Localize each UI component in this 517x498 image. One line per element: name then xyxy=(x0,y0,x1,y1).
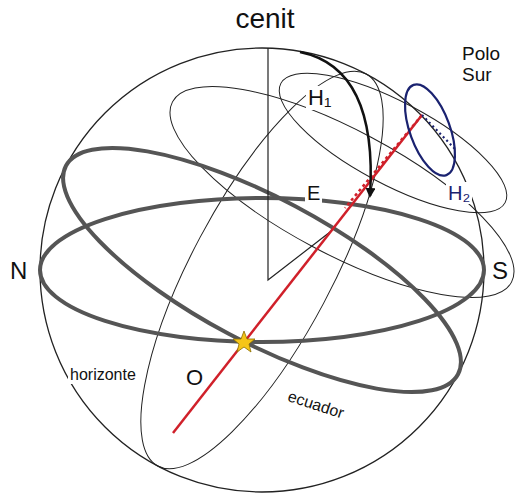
horizon-label: horizonte xyxy=(68,366,138,384)
equator-circle xyxy=(32,102,492,438)
hour-angle-label: H₂ xyxy=(446,182,472,204)
pole-circle xyxy=(395,78,465,182)
parallel-circle xyxy=(143,47,517,337)
cardinal-point: N xyxy=(8,258,29,284)
cardinal-point: S xyxy=(490,258,510,284)
equator-label: ecuador xyxy=(284,387,348,423)
hour-angle-arrow xyxy=(300,52,371,196)
cardinal-point: E xyxy=(305,182,322,204)
great-circle xyxy=(96,41,428,498)
celestial-sphere xyxy=(40,48,484,492)
cardinal-point: O xyxy=(184,366,205,390)
hour-angle-label: H₁ xyxy=(306,86,333,110)
zenith-label: cenit xyxy=(233,4,296,35)
hour-circle xyxy=(173,115,422,433)
pole-radius xyxy=(422,115,456,150)
pole-label: Polo Sur xyxy=(460,44,514,86)
star-symbol xyxy=(233,331,255,352)
hour-angle-line xyxy=(345,115,422,208)
